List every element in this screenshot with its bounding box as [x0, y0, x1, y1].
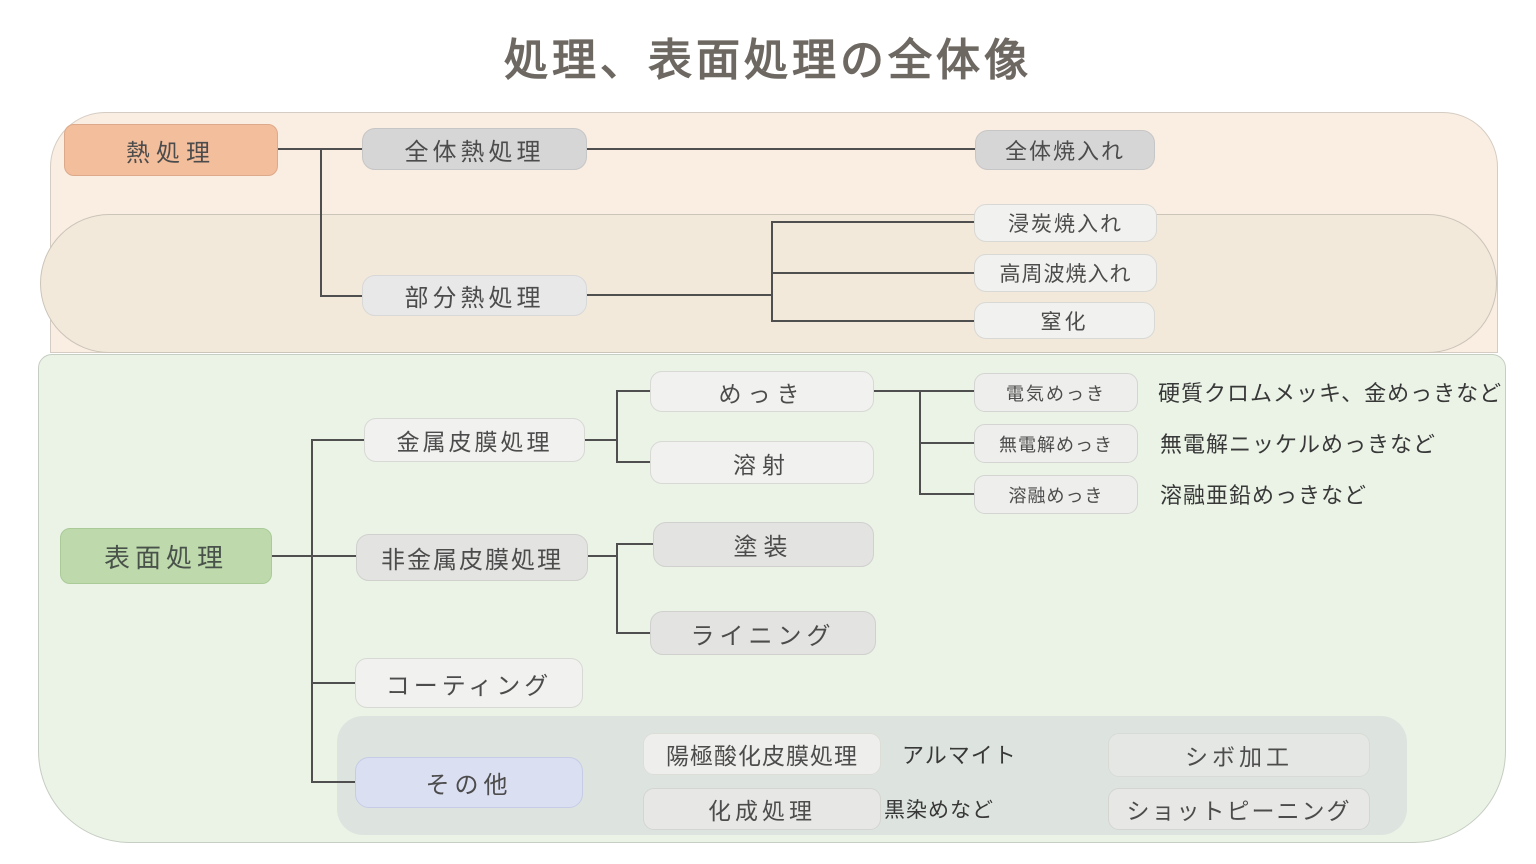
- node-electroless-plating: 無電解めっき: [974, 424, 1138, 463]
- connector-line: [874, 390, 974, 392]
- connector-line: [616, 632, 650, 634]
- annotation-chemical-conversion-example: 黒染めなど: [884, 799, 994, 822]
- node-nonmetal-film-treatment: 非金属皮膜処理: [356, 534, 588, 581]
- node-lining: ライニング: [650, 611, 876, 655]
- annotation-anodizing-example: アルマイト: [902, 743, 1017, 768]
- connector-line: [919, 493, 974, 495]
- node-thermal-spray: 溶射: [650, 441, 874, 484]
- node-carburizing-quenching: 浸炭焼入れ: [974, 204, 1157, 242]
- connector-line: [616, 543, 653, 545]
- connector-line: [771, 221, 974, 223]
- connector-line: [771, 320, 974, 322]
- node-induction-hardening: 高周波焼入れ: [974, 254, 1157, 292]
- connector-line: [616, 461, 650, 463]
- node-electroplating: 電気めっき: [974, 373, 1138, 412]
- node-whole-quenching: 全体焼入れ: [975, 130, 1155, 170]
- node-heat-treatment: 熱処理: [64, 124, 278, 176]
- connector-line: [616, 390, 650, 392]
- annotation-electroless-examples: 無電解ニッケルめっきなど: [1160, 432, 1437, 457]
- node-surface-treatment: 表面処理: [60, 528, 272, 584]
- connector-line: [588, 555, 618, 557]
- connector-line: [616, 390, 618, 463]
- connector-line: [311, 781, 355, 783]
- node-anodizing: 陽極酸化皮膜処理: [643, 733, 881, 775]
- connector-line: [320, 148, 322, 297]
- connector-line: [919, 442, 974, 444]
- node-whole-heat-treatment: 全体熱処理: [362, 128, 587, 170]
- annotation-hot-dip-examples: 溶融亜鉛めっきなど: [1160, 483, 1368, 508]
- connector-line: [587, 294, 773, 296]
- node-shot-peening: ショットピーニング: [1108, 788, 1370, 830]
- node-others: その他: [355, 757, 583, 808]
- node-partial-heat-treatment: 部分熱処理: [362, 275, 587, 316]
- annotation-electroplating-examples: 硬質クロムメッキ、金めっきなど: [1158, 381, 1503, 406]
- node-hot-dip-plating: 溶融めっき: [974, 475, 1138, 514]
- partial-heat-treatment-panel: [40, 214, 1497, 353]
- node-painting: 塗装: [653, 522, 874, 567]
- node-texturing: シボ加工: [1108, 733, 1370, 777]
- node-chemical-conversion: 化成処理: [643, 788, 881, 830]
- connector-line: [320, 295, 362, 297]
- connector-line: [585, 439, 618, 441]
- node-coating: コーティング: [355, 658, 583, 708]
- connector-line: [272, 555, 356, 557]
- connector-line: [311, 439, 313, 783]
- connector-line: [771, 221, 773, 322]
- node-metal-film-treatment: 金属皮膜処理: [364, 418, 585, 462]
- page-title: 処理、表面処理の全体像: [504, 36, 1032, 85]
- node-nitriding: 窒化: [974, 302, 1155, 339]
- connector-line: [311, 682, 355, 684]
- connector-line: [587, 148, 975, 150]
- connector-line: [616, 543, 618, 634]
- connector-line: [771, 272, 974, 274]
- connector-line: [311, 439, 364, 441]
- node-plating: めっき: [650, 371, 874, 412]
